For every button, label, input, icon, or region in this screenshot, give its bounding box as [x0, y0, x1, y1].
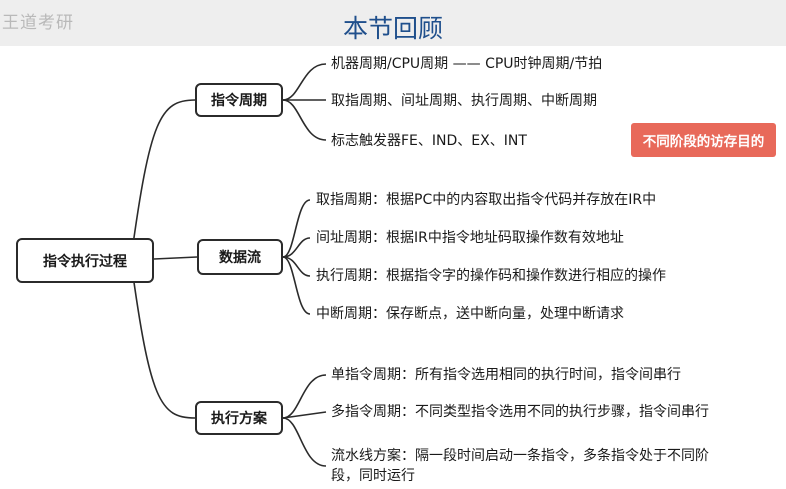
branch-node-label: 指令周期	[211, 93, 267, 109]
leaf-machine-cycle: 机器周期/CPU周期 —— CPU时钟周期/节拍	[331, 56, 603, 72]
watermark-logo: 王道考研	[2, 13, 74, 33]
connector-root-branch-1	[130, 99, 196, 260]
root-node-label: 指令执行过程	[43, 253, 127, 270]
branch-node-data-flow: 数据流	[197, 239, 283, 275]
callout-memory-access-purpose: 不同阶段的访存目的	[631, 123, 776, 157]
connector-root-branch-3	[130, 260, 196, 419]
branch-node-label: 执行方案	[211, 411, 267, 427]
connector-root-branch-2	[153, 256, 198, 260]
header-bar: 王道考研 本节回顾	[0, 0, 786, 46]
leaf-single-cycle: 单指令周期：所有指令选用相同的执行时间，指令间串行	[331, 367, 681, 383]
branch-node-label: 数据流	[219, 250, 261, 266]
leaf-cycle-types: 取指周期、间址周期、执行周期、中断周期	[331, 93, 597, 109]
connector-b2-l2	[282, 237, 311, 258]
leaf-execute-cycle: 执行周期：根据指令字的操作码和操作数进行相应的操作	[316, 268, 666, 284]
leaf-multi-cycle: 多指令周期：不同类型指令选用不同的执行步骤，指令间串行	[331, 404, 709, 420]
leaf-interrupt-cycle: 中断周期：保存断点，送中断向量，处理中断请求	[316, 306, 624, 322]
connector-b1-l3	[282, 99, 327, 141]
connector-b1-l1	[282, 63, 327, 101]
connector-b3-l3	[282, 417, 327, 467]
connector-b3-l1	[282, 374, 327, 419]
branch-node-instruction-cycle: 指令周期	[195, 83, 283, 117]
branch-node-execution-scheme: 执行方案	[195, 401, 283, 435]
connector-b2-l1	[282, 199, 311, 258]
leaf-flag-flipflops: 标志触发器FE、IND、EX、INT	[331, 133, 527, 149]
root-node: 指令执行过程	[16, 238, 154, 283]
leaf-fetch-cycle: 取指周期：根据PC中的内容取出指令代码并存放在IR中	[316, 192, 657, 208]
connector-b3-l2	[282, 411, 327, 419]
leaf-indirect-cycle: 间址周期：根据IR中指令地址码取操作数有效地址	[316, 230, 624, 246]
leaf-pipeline: 流水线方案：隔一段时间启动一条指令，多条指令处于不同阶段，同时运行	[331, 448, 709, 484]
connector-b2-l4	[282, 256, 311, 315]
page-title: 本节回顾	[342, 14, 443, 43]
